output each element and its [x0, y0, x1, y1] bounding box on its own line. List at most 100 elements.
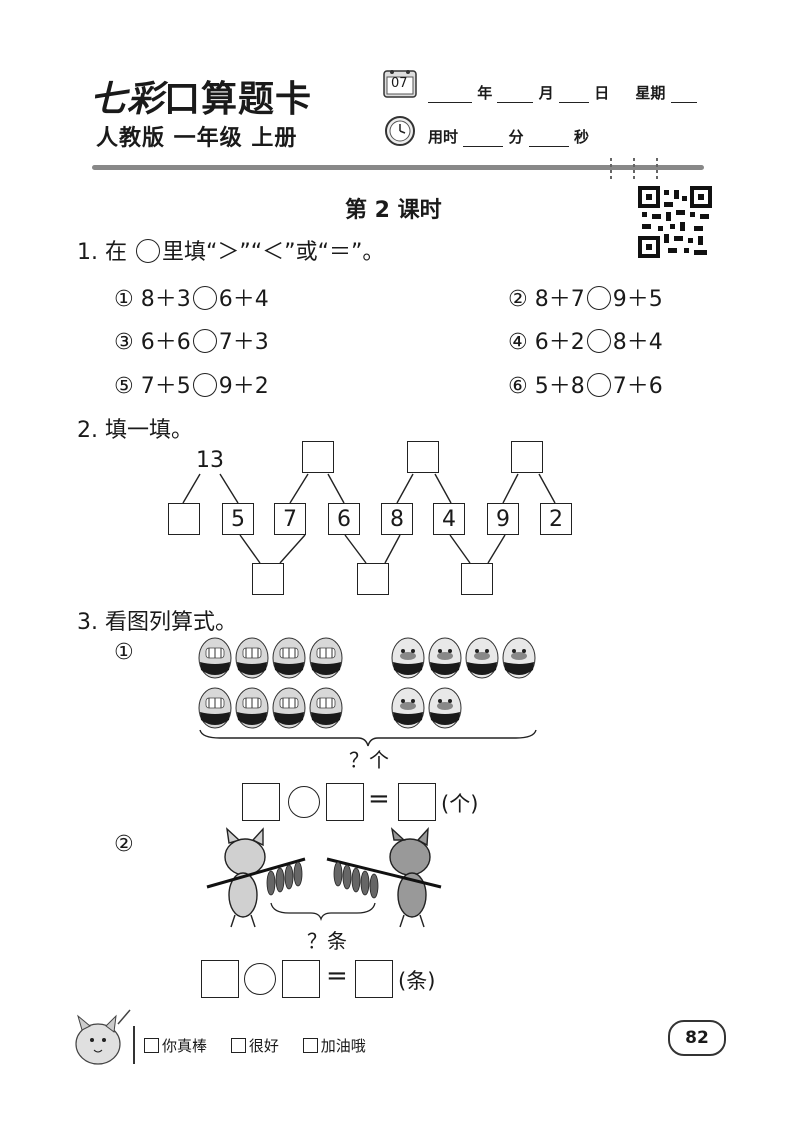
q2-title: 2. 填一填。	[77, 418, 193, 443]
expr-right: 8＋4	[612, 330, 663, 355]
tree-middle-box: 5	[222, 503, 254, 535]
tree-middle-box: 4	[433, 503, 465, 535]
time-min: 分	[508, 128, 524, 146]
header-divider	[92, 165, 704, 170]
q3-part1-number: ①	[114, 640, 134, 665]
edition-label: 人教版 一年级 上册	[96, 126, 298, 151]
tree-middle-box: 7	[274, 503, 306, 535]
time-label: 用时	[428, 128, 459, 146]
rating-keep-going[interactable]: 加油哦	[302, 1037, 366, 1055]
item-number: ⑥	[508, 374, 528, 399]
equals-sign: =	[368, 784, 390, 814]
expr-right: 7＋3	[218, 330, 269, 355]
tree-top-box[interactable]	[511, 441, 543, 473]
answer-circle[interactable]	[192, 329, 217, 353]
date-line: 年 月 日 星期	[428, 82, 697, 103]
q1-item-3: ③ 6＋6 7＋3	[114, 324, 269, 356]
q3-part2-unit: (条)	[398, 969, 436, 993]
qr-code[interactable]	[638, 186, 712, 258]
expr-left: 8＋7	[534, 287, 585, 312]
ring-binders	[606, 156, 666, 188]
answer-circle[interactable]	[192, 286, 217, 310]
date-year: 年	[477, 84, 493, 102]
answer-box[interactable]	[326, 783, 364, 821]
tree-top-number: 13	[196, 448, 224, 473]
expr-right: 9＋5	[612, 287, 663, 312]
compare-circle	[135, 239, 160, 263]
checkbox[interactable]	[302, 1038, 318, 1053]
expr-left: 6＋2	[534, 330, 585, 355]
checkbox[interactable]	[144, 1038, 159, 1053]
item-number: ③	[114, 330, 134, 355]
q1-title: 1. 在 里填“＞”“＜”或“＝”。	[77, 234, 384, 266]
tree-middle-box[interactable]	[168, 503, 200, 535]
expr-left: 6＋6	[140, 330, 191, 355]
rating-label: 加油哦	[320, 1037, 366, 1055]
equals-sign: =	[326, 961, 348, 991]
answer-box[interactable]	[201, 960, 239, 998]
q1-item-4: ④ 6＋2 8＋4	[508, 324, 663, 356]
tree-top-box[interactable]	[407, 441, 439, 473]
rating-label: 你真棒	[162, 1037, 208, 1055]
tree-bottom-box[interactable]	[252, 563, 284, 595]
brand-title: 七彩口算题卡	[90, 70, 312, 122]
tree-bottom-box[interactable]	[461, 563, 493, 595]
answer-circle[interactable]	[192, 373, 217, 397]
time-line: 用时 分 秒	[428, 126, 589, 147]
footer-divider	[133, 1026, 135, 1064]
q3-part1-unit: (个)	[441, 792, 479, 816]
checkbox[interactable]	[230, 1038, 246, 1053]
brand-mark: 七彩	[90, 78, 165, 120]
answer-circle[interactable]	[586, 329, 611, 353]
calendar-icon	[383, 68, 417, 98]
q3-part2-number: ②	[114, 832, 134, 857]
date-week: 星期	[635, 84, 666, 102]
tree-middle-box: 2	[540, 503, 572, 535]
item-number: ①	[114, 287, 134, 312]
rating-you-are-great[interactable]: 你真棒	[144, 1037, 207, 1055]
number-tree-lines	[182, 473, 556, 564]
q3-part2-question: ？条	[307, 929, 347, 953]
calendar-day: 07	[391, 76, 408, 91]
answer-circle[interactable]	[586, 373, 611, 397]
tree-middle-box: 8	[381, 503, 413, 535]
answer-box[interactable]	[282, 960, 320, 998]
mascot-icon	[70, 1006, 136, 1072]
answer-box[interactable]	[242, 783, 280, 821]
lesson-title: 第 2 课时	[345, 198, 442, 223]
egg-figure-illustration	[198, 637, 537, 747]
q1-item-6: ⑥ 5＋8 7＋6	[508, 368, 663, 400]
brand-text: 口算题卡	[164, 78, 313, 120]
q3-part1-question: ？个	[349, 748, 389, 772]
clock-icon	[383, 113, 417, 147]
rating-options: 你真棒 很好 加油哦	[144, 1035, 366, 1056]
rating-very-good[interactable]: 很好	[230, 1037, 279, 1055]
operator-circle[interactable]	[244, 963, 276, 995]
item-number: ⑤	[114, 374, 134, 399]
q1-item-2: ② 8＋7 9＋5	[508, 281, 663, 313]
expr-left: 5＋8	[534, 374, 585, 399]
q1-title-prefix: 1. 在	[77, 240, 127, 265]
date-month: 月	[538, 84, 554, 102]
answer-box[interactable]	[355, 960, 393, 998]
item-number: ④	[508, 330, 528, 355]
tree-middle-box: 6	[328, 503, 360, 535]
answer-box[interactable]	[398, 783, 436, 821]
tree-top-box[interactable]	[302, 441, 334, 473]
tree-bottom-box[interactable]	[357, 563, 389, 595]
time-sec: 秒	[573, 128, 589, 146]
page-number: 82	[668, 1020, 726, 1056]
operator-circle[interactable]	[288, 786, 320, 818]
item-number: ②	[508, 287, 528, 312]
cats-fish-illustration	[206, 827, 442, 928]
expr-right: 7＋6	[612, 374, 663, 399]
date-day: 日	[594, 84, 610, 102]
rating-label: 很好	[248, 1037, 279, 1055]
answer-circle[interactable]	[586, 286, 611, 310]
expr-right: 9＋2	[218, 374, 269, 399]
q1-title-rest: 里填“＞”“＜”或“＝”。	[161, 240, 385, 265]
tree-middle-box: 9	[487, 503, 519, 535]
q3-title: 3. 看图列算式。	[77, 610, 237, 635]
